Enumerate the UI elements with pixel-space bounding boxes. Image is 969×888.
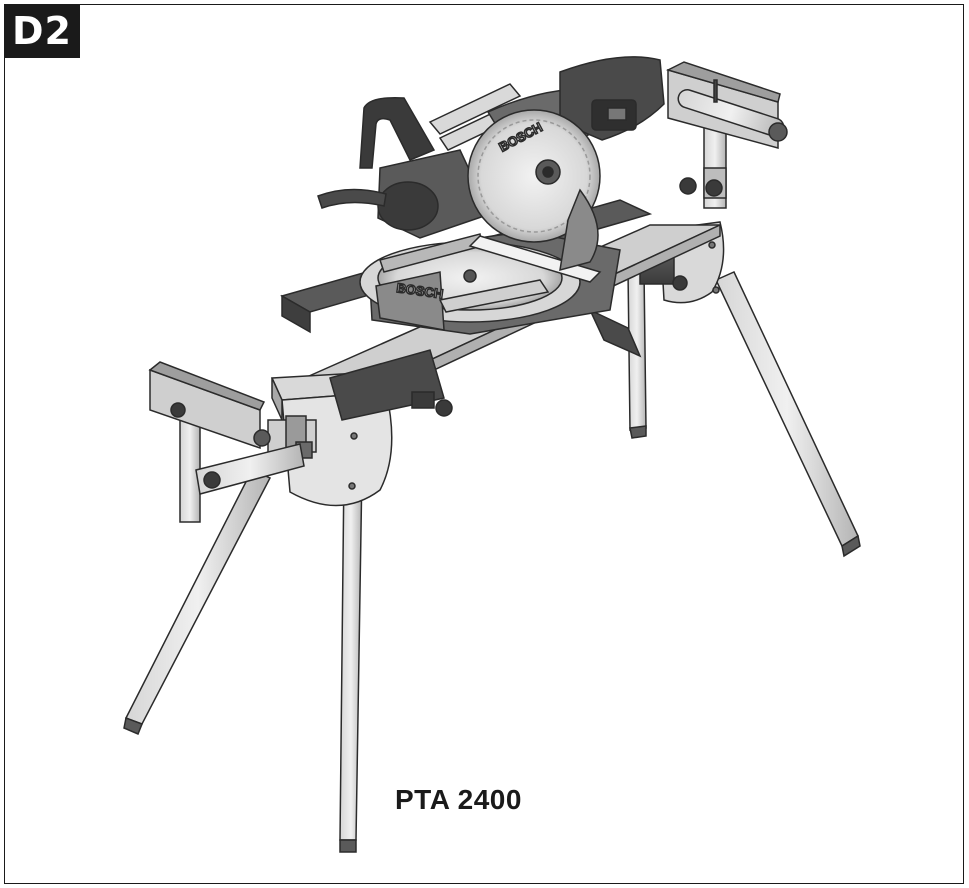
base-brand-mark: BOSCH [396,280,445,301]
rear-right-leg [627,269,861,558]
front-legs [123,467,363,853]
right-roller-support [665,61,788,209]
left-roller-support [148,361,305,523]
model-label: PTA 2400 [395,784,522,815]
figure-tag: D2 [4,4,80,58]
saw-head: BOSCH [317,56,665,272]
